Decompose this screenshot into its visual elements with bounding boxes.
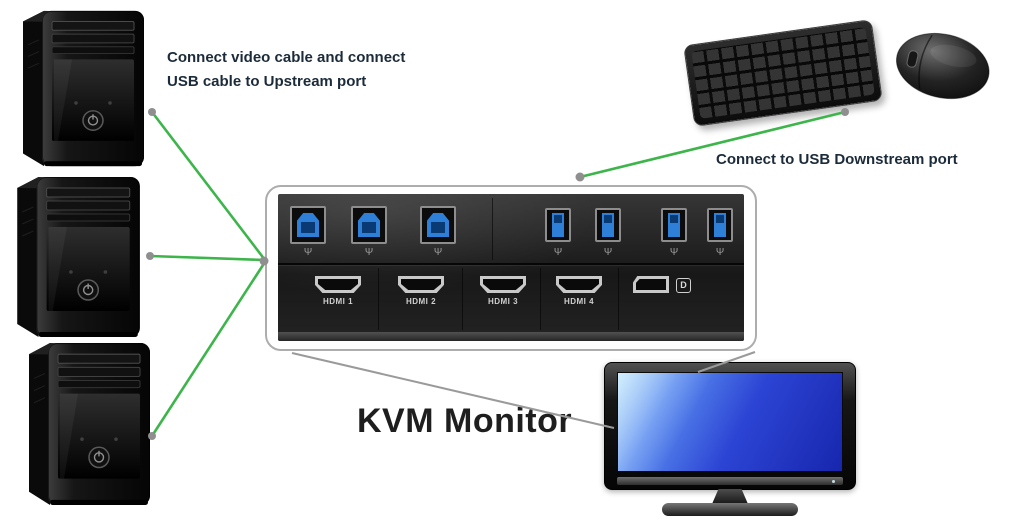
usb-icon: Ψ bbox=[433, 247, 443, 258]
kvm-monitor-label: KVM Monitor bbox=[357, 402, 573, 440]
monitor-base bbox=[662, 503, 798, 516]
monitor-screen bbox=[617, 372, 843, 472]
usb-tongue bbox=[427, 213, 449, 237]
monitor-stand bbox=[712, 489, 748, 504]
computer-tower-1 bbox=[6, 6, 156, 171]
computer-tower-2 bbox=[0, 172, 152, 342]
mouse-wheel bbox=[906, 50, 919, 68]
displayport-icon: D bbox=[676, 278, 691, 293]
usb-tongue bbox=[602, 213, 614, 237]
hdmi-port-1 bbox=[315, 276, 361, 293]
hdmi-port-3 bbox=[480, 276, 526, 293]
monitor-chin bbox=[617, 477, 843, 485]
usb-a-downstream-port-4 bbox=[707, 208, 733, 242]
monitor-frame bbox=[604, 362, 856, 490]
usb-icon: Ψ bbox=[364, 247, 374, 258]
panel-seam bbox=[462, 268, 463, 330]
displayport-port bbox=[633, 276, 669, 293]
panel-seam bbox=[492, 198, 493, 260]
hdmi-port-2 bbox=[398, 276, 444, 293]
upstream-note-line1: Connect video cable and connect bbox=[167, 49, 406, 66]
cable-pc1-to-kvm bbox=[150, 111, 267, 261]
computer-tower-3 bbox=[12, 338, 162, 510]
usb-b-upstream-port-1 bbox=[290, 206, 326, 244]
usb-tongue bbox=[297, 213, 319, 237]
usb-a-downstream-port-1 bbox=[545, 208, 571, 242]
panel-seam bbox=[618, 268, 619, 330]
usb-icon: Ψ bbox=[603, 247, 613, 258]
usb-icon: Ψ bbox=[715, 247, 725, 258]
hdmi-port-label: HDMI 4 bbox=[563, 297, 595, 306]
keyboard bbox=[683, 19, 883, 127]
mouse bbox=[895, 32, 990, 100]
usb-icon: Ψ bbox=[553, 247, 563, 258]
usb-icon: Ψ bbox=[669, 247, 679, 258]
usb-tongue bbox=[668, 213, 680, 237]
usb-tongue bbox=[358, 213, 380, 237]
upstream-note-line2: USB cable to Upstream port bbox=[167, 73, 367, 90]
usb-b-upstream-port-2 bbox=[351, 206, 387, 244]
usb-b-upstream-port-3 bbox=[420, 206, 456, 244]
connection-node bbox=[575, 172, 585, 182]
cable-pc3-to-kvm bbox=[150, 261, 267, 437]
hdmi-port-label: HDMI 1 bbox=[322, 297, 354, 306]
panel-bottom-edge bbox=[278, 332, 744, 341]
hdmi-port-label: HDMI 2 bbox=[405, 297, 437, 306]
usb-icon: Ψ bbox=[303, 247, 313, 258]
monitor-power-led bbox=[832, 479, 835, 483]
cable-pc2-to-kvm bbox=[149, 254, 266, 262]
usb-tongue bbox=[714, 213, 726, 237]
monitor bbox=[604, 362, 856, 518]
hdmi-port-4 bbox=[556, 276, 602, 293]
usb-a-downstream-port-2 bbox=[595, 208, 621, 242]
downstream-note: Connect to USB Downstream port bbox=[716, 151, 958, 168]
hdmi-port-label: HDMI 3 bbox=[487, 297, 519, 306]
upstream-note: Connect video cable and connect USB cabl… bbox=[167, 46, 405, 94]
panel-seam bbox=[278, 263, 744, 265]
kvm-switch-panel: Ψ Ψ Ψ Ψ Ψ Ψ Ψ HDMI 1 HDMI 2 HDMI 3 HDMI … bbox=[265, 185, 757, 351]
kvm-rear-panel-photo: Ψ Ψ Ψ Ψ Ψ Ψ Ψ HDMI 1 HDMI 2 HDMI 3 HDMI … bbox=[278, 194, 744, 341]
panel-seam bbox=[540, 268, 541, 330]
panel-seam bbox=[378, 268, 379, 330]
connection-node bbox=[841, 108, 849, 116]
usb-a-downstream-port-3 bbox=[661, 208, 687, 242]
keyboard-keys bbox=[691, 27, 875, 119]
usb-tongue bbox=[552, 213, 564, 237]
